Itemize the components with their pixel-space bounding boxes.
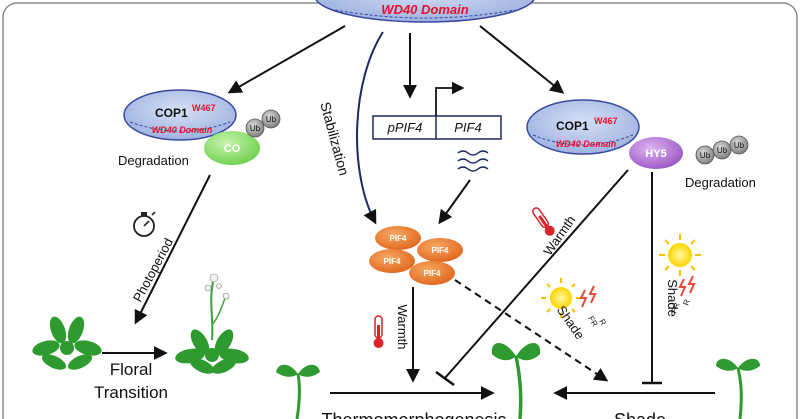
cop1-left-domain: WD40 Domain bbox=[152, 125, 213, 135]
pif4-protein-cluster: PIF4 PIF4 PIF4 PIF4 bbox=[369, 226, 463, 285]
co-protein bbox=[204, 131, 260, 165]
fr-r-light-icon-right: FR R bbox=[669, 275, 696, 315]
degradation-left-label: Degradation bbox=[118, 153, 189, 168]
ub-left-2-label: Ub bbox=[266, 115, 277, 124]
co-label: CO bbox=[224, 143, 241, 155]
warmth-center-label: Warmth bbox=[395, 304, 410, 349]
transcription-start-arrow bbox=[435, 81, 465, 116]
hy5-inhibits-thermo-line bbox=[444, 169, 629, 379]
top-cop1-protein: WD40 Domain bbox=[315, 0, 535, 23]
cop1-right-domain: WD40 Domain bbox=[556, 139, 617, 149]
cop1-hy5-complex: COP1 W467 WD40 Domain HY5 Ub Ub Ub bbox=[526, 99, 749, 169]
thermometer-icon-center bbox=[373, 315, 384, 348]
cop1-left-sup: W467 bbox=[192, 103, 216, 113]
promoter-label: pPIF4 bbox=[387, 120, 423, 135]
hy5-inhibits-thermo-bar bbox=[435, 370, 455, 387]
pif4-protein-1 bbox=[375, 226, 421, 250]
r-label-diag: R bbox=[597, 318, 608, 328]
cop1-right-body bbox=[526, 99, 640, 155]
ub-right-1-label: Ub bbox=[700, 151, 711, 160]
hy5-protein bbox=[629, 137, 683, 169]
ub-right-3-label: Ub bbox=[734, 141, 745, 150]
thermometer-icon-diag bbox=[531, 207, 555, 236]
pif4-protein-3-label: PIF4 bbox=[384, 257, 401, 266]
floral-label-line1: Floral bbox=[110, 360, 153, 379]
shade-right-label: Shade bbox=[665, 279, 680, 317]
translation-arrow bbox=[438, 179, 471, 225]
ub-left-2 bbox=[261, 109, 281, 129]
arrow-to-cop1-co bbox=[227, 25, 346, 94]
rosette-plant-icon bbox=[32, 316, 102, 370]
cop1-right-name: COP1 bbox=[556, 119, 589, 133]
flowering-plant-icon bbox=[175, 273, 249, 374]
stabilization-arrow bbox=[356, 31, 384, 225]
pif4-protein-2 bbox=[417, 238, 463, 262]
fr-label-right: FR bbox=[669, 301, 681, 314]
pif4-protein-2-label: PIF4 bbox=[432, 246, 449, 255]
thermomorphogenesis-label: Thermomorphogenesis bbox=[321, 410, 506, 419]
seedling-icon-right bbox=[716, 358, 760, 419]
sun-icon-right bbox=[659, 234, 701, 276]
pif4-protein-4-label: PIF4 bbox=[424, 269, 441, 278]
cop1-right-sup: W467 bbox=[594, 116, 618, 126]
pif4-protein-3 bbox=[369, 249, 415, 273]
seedling-icon-center bbox=[491, 343, 541, 419]
cop1-left-body bbox=[123, 89, 237, 141]
degradation-right-label: Degradation bbox=[685, 175, 756, 190]
ub-left-1 bbox=[245, 118, 265, 138]
cop1-left-name: COP1 bbox=[155, 106, 188, 120]
seedling-icon-left bbox=[276, 364, 320, 419]
sun-icon-diag bbox=[541, 278, 581, 318]
arrow-to-cop1-hy5 bbox=[479, 25, 565, 94]
photoperiod-arrow bbox=[134, 174, 211, 325]
cop1-co-complex: COP1 W467 WD40 Domain CO Ub Ub bbox=[123, 89, 281, 165]
shade-bottom-label: Shade bbox=[614, 410, 666, 419]
top-wd40-label: WD40 Domain bbox=[381, 2, 468, 17]
pif4-protein-1-label: PIF4 bbox=[390, 234, 407, 243]
r-label-right: R bbox=[681, 298, 692, 307]
mrna-icon bbox=[457, 150, 489, 172]
pif4-gene: pPIF4 PIF4 bbox=[372, 81, 502, 140]
gene-label: PIF4 bbox=[454, 120, 481, 135]
ub-right-3 bbox=[729, 135, 749, 155]
ub-right-2-label: Ub bbox=[717, 146, 728, 155]
ub-right-2 bbox=[712, 140, 732, 160]
ub-right-1 bbox=[695, 145, 715, 165]
ub-left-1-label: Ub bbox=[250, 124, 261, 133]
floral-label-line2: Transition bbox=[94, 383, 168, 402]
pif4-to-shade-dashed-arrow bbox=[454, 279, 609, 382]
hy5-label: HY5 bbox=[645, 148, 666, 160]
pif4-protein-4 bbox=[409, 261, 455, 285]
stopwatch-icon bbox=[133, 211, 156, 237]
